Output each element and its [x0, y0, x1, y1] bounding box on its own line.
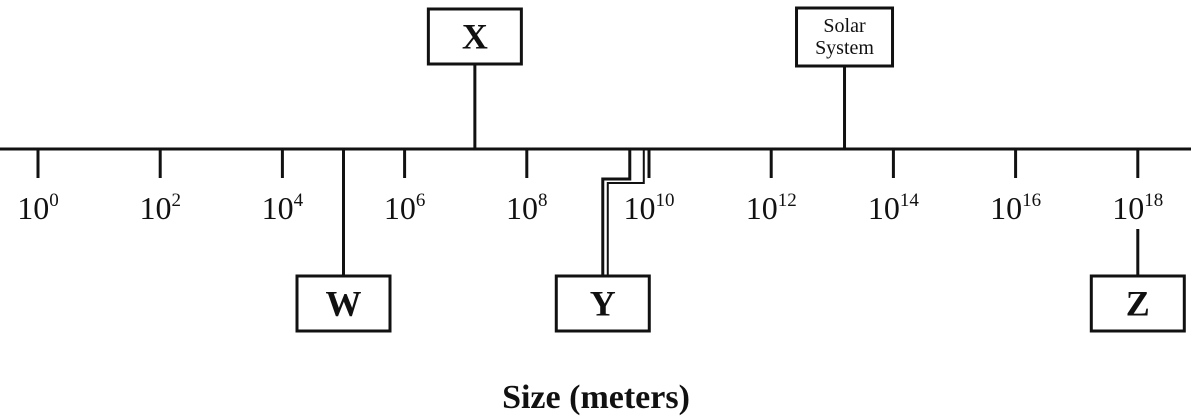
marker-label-line: System — [815, 37, 874, 59]
marker-box — [295, 274, 392, 333]
marker-label-line: Solar — [823, 15, 866, 37]
marker-w: W — [295, 149, 392, 333]
marker-y: Y — [554, 149, 651, 333]
tick-label: 104 — [262, 190, 304, 226]
marker-label: Y — [590, 284, 616, 324]
tick-label: 102 — [139, 190, 181, 226]
marker-box — [1089, 274, 1186, 333]
marker-box — [554, 274, 651, 333]
marker-label: Z — [1126, 284, 1150, 324]
tick-label: 106 — [384, 190, 426, 226]
tick-label: 1018 — [1112, 190, 1163, 226]
marker-box — [426, 7, 523, 66]
tick-group: 100 102 104 106 108 1010 1012 1014 1016 1018 — [17, 149, 1163, 226]
tick-label: 108 — [506, 190, 548, 226]
tick-label: 1010 — [624, 190, 675, 226]
marker-label: X — [462, 17, 488, 57]
tick-label: 1014 — [868, 190, 920, 226]
axis-title: Size (meters) — [502, 379, 690, 416]
marker-box — [795, 6, 895, 68]
marker-z: Z — [1089, 229, 1186, 333]
marker-leader-line — [601, 149, 632, 276]
tick-label: 1012 — [746, 190, 797, 226]
marker-x: X — [426, 7, 523, 149]
marker-leader-line — [606, 149, 645, 276]
tick-label: 1016 — [990, 190, 1041, 226]
tick-label: 100 — [17, 190, 59, 226]
marker-label: W — [326, 284, 362, 324]
